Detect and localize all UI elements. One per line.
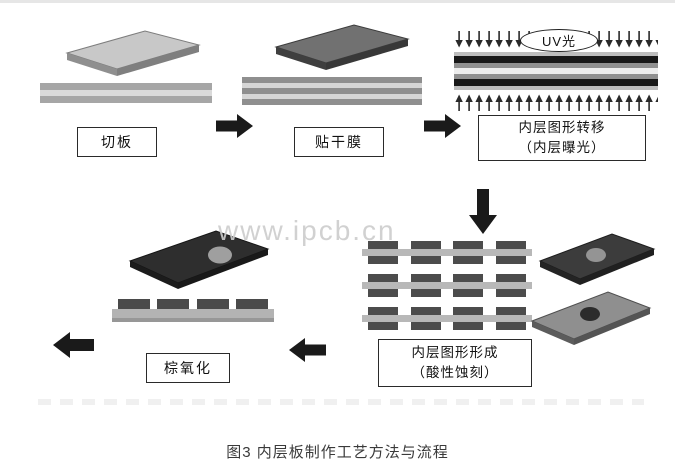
arrow-left-icon [288,337,326,363]
etched-board-gray [524,287,656,351]
pattern-forming-label-line2: （酸性蚀刻） [411,365,499,380]
arrow-right-icon [216,113,254,139]
etched-laminate-row [362,307,532,330]
uv-light-oval: UV光 [520,29,598,52]
uv-light-label: UV光 [541,34,577,49]
label-box-pattern-transfer: 内层图形转移 （内层曝光） [478,115,646,161]
pattern-transfer-label-line1: 内层图形转移 [518,119,606,135]
dry-film-slab [264,21,416,75]
faint-watermark-row [38,399,644,405]
cut-board-slab [55,27,207,81]
label-box-brown-oxide: 棕氧化 [146,353,230,383]
label-box-pattern-forming: 内层图形形成 （酸性蚀刻） [378,339,532,387]
dry-film-label: 贴干膜 [315,133,363,150]
label-box-dry-film: 贴干膜 [294,127,384,157]
etched-laminate-row [362,274,532,297]
arrow-right-icon [424,113,462,139]
etched-laminate-row [362,241,532,264]
uv-rays-up-icon [454,94,658,111]
arrow-left-icon [52,331,94,359]
brown-oxide-label: 棕氧化 [164,359,212,376]
exposure-stack [454,52,658,90]
pattern-transfer-label-line2: （内层曝光） [518,140,606,155]
pattern-forming-label-line1: 内层图形形成 [411,344,499,360]
dry-film-laminate [242,77,422,105]
arrow-down-icon [468,189,498,235]
watermark-text: www.ipcb.cn [218,215,396,246]
cut-board-label: 切板 [101,133,133,150]
cut-board-laminate [40,83,212,103]
figure-caption: 图3 内层板制作工艺方法与流程 [226,444,449,461]
brown-oxide-laminate [112,299,274,322]
etched-board-dark [532,229,660,291]
label-box-cut-board: 切板 [77,127,157,157]
brown-oxide-board [120,225,276,295]
